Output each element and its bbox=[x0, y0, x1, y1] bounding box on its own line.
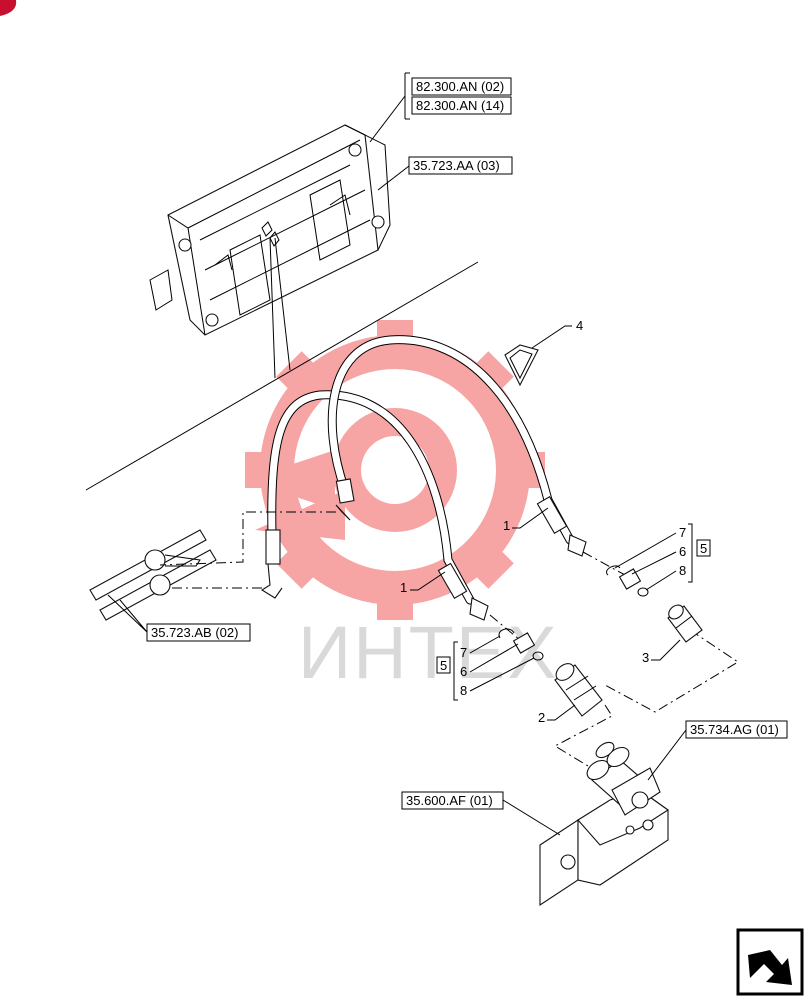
svg-text:82.300.AN (14): 82.300.AN (14) bbox=[416, 98, 504, 113]
connection-lines bbox=[159, 511, 739, 767]
callout-7-right: 7 bbox=[679, 525, 686, 540]
ref-box-35-723-aa-03[interactable]: 35.723.AA (03) bbox=[408, 156, 513, 175]
ref-box-35-723-ab-02[interactable]: 35.723.AB (02) bbox=[146, 623, 251, 642]
callout-3: 3 bbox=[642, 650, 649, 665]
hydraulic-hose-pair bbox=[260, 335, 587, 621]
ref-box-35-600-af-01[interactable]: 35.600.AF (01) bbox=[401, 791, 504, 810]
right-fitting-kit bbox=[606, 565, 649, 597]
callout-2: 2 bbox=[538, 710, 545, 725]
quick-coupler-3 bbox=[667, 604, 703, 643]
svg-text:5: 5 bbox=[700, 541, 707, 556]
callout-8-right: 8 bbox=[679, 563, 686, 578]
svg-text:35.600.AF (01): 35.600.AF (01) bbox=[406, 793, 493, 808]
quick-coupler-2 bbox=[554, 663, 603, 717]
loader-bucket-drawing bbox=[149, 124, 391, 336]
svg-text:35.723.AB (02): 35.723.AB (02) bbox=[151, 625, 238, 640]
ref-box-82-300-an-02[interactable]: 82.300.AN (02) bbox=[411, 77, 512, 96]
kit-box-5-left: 5 bbox=[436, 656, 451, 674]
section-divider bbox=[85, 237, 479, 491]
callout-6-left: 6 bbox=[460, 664, 467, 679]
callout-7-left: 7 bbox=[460, 645, 467, 660]
callout-1-lower: 1 bbox=[400, 580, 407, 595]
watermark-text: ИНТЕХ bbox=[298, 611, 559, 694]
tube-assembly-left bbox=[89, 529, 217, 621]
next-page-arrow-icon[interactable] bbox=[736, 928, 804, 996]
callout-4: 4 bbox=[576, 318, 583, 333]
svg-text:35.723.AA (03): 35.723.AA (03) bbox=[413, 158, 500, 173]
callout-6-right: 6 bbox=[679, 544, 686, 559]
svg-text:35.734.AG (01): 35.734.AG (01) bbox=[690, 722, 779, 737]
watermark-logo-icon bbox=[245, 320, 545, 620]
corner-badge-icon bbox=[0, 0, 17, 16]
left-fitting-kit bbox=[498, 628, 544, 661]
coupler-block-bracket bbox=[539, 741, 669, 907]
callout-1-upper: 1 bbox=[503, 518, 510, 533]
svg-text:82.300.AN (02): 82.300.AN (02) bbox=[416, 79, 504, 94]
ref-box-35-734-ag-01[interactable]: 35.734.AG (01) bbox=[685, 720, 788, 739]
svg-text:5: 5 bbox=[440, 658, 447, 673]
callout-8-left: 8 bbox=[460, 683, 467, 698]
kit-box-5-right: 5 bbox=[696, 539, 711, 557]
hose-clip-part bbox=[504, 344, 539, 387]
ref-box-82-300-an-14[interactable]: 82.300.AN (14) bbox=[411, 96, 512, 115]
